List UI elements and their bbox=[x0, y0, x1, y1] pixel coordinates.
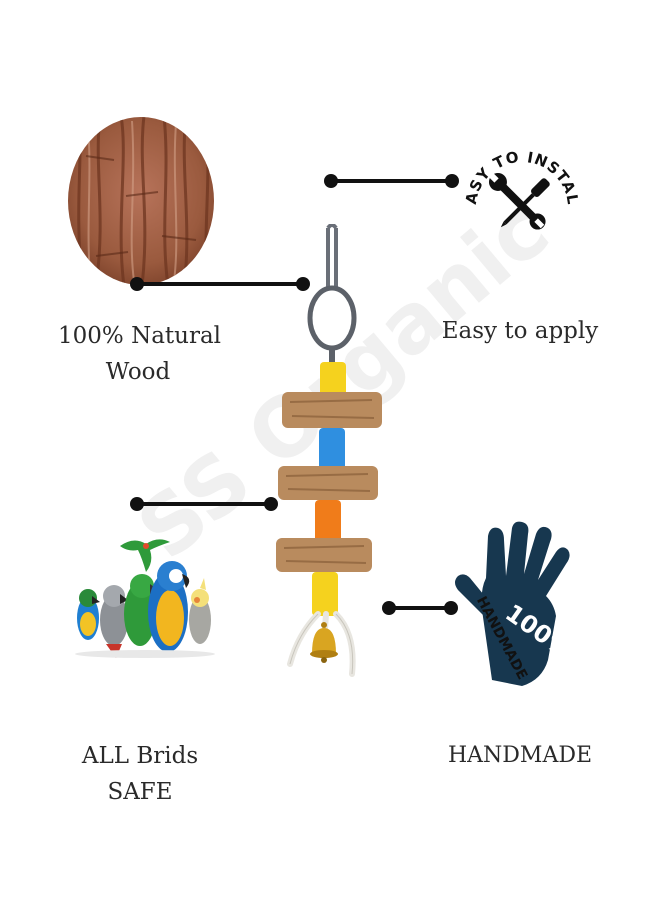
birds-safe-line1: ALL Brids bbox=[81, 743, 199, 769]
handmade-badge: 100% HANDMADE bbox=[455, 521, 577, 686]
handmade-label: HANDMADE bbox=[447, 743, 593, 768]
birds-safe-label: ALL Brids SAFE bbox=[70, 738, 210, 810]
connector-line-handmade bbox=[382, 601, 458, 615]
natural-wood-line1: 100% Natural bbox=[58, 323, 222, 349]
connector-line-wood bbox=[130, 277, 310, 291]
connector-line-install bbox=[324, 174, 459, 188]
natural-wood-label: 100% Natural Wood bbox=[58, 318, 222, 390]
easy-install-badge: EASY TO INSTALL bbox=[462, 126, 582, 230]
badge-install-text: EASY TO INSTALL bbox=[462, 126, 581, 206]
bark-texture-icon bbox=[68, 117, 214, 285]
wrench-screwdriver-icon bbox=[487, 171, 550, 230]
connector-line-birds bbox=[130, 497, 278, 511]
parrot-group-icon bbox=[75, 539, 215, 658]
natural-wood-line2: Wood bbox=[105, 359, 171, 385]
bird-toy-icon bbox=[276, 224, 382, 677]
easy-to-apply-label: Easy to apply bbox=[441, 318, 599, 344]
svg-text:EASY TO INSTALL: EASY TO INSTALL bbox=[462, 126, 582, 206]
birds-safe-line2: SAFE bbox=[107, 779, 173, 805]
glove-icon bbox=[455, 521, 570, 686]
